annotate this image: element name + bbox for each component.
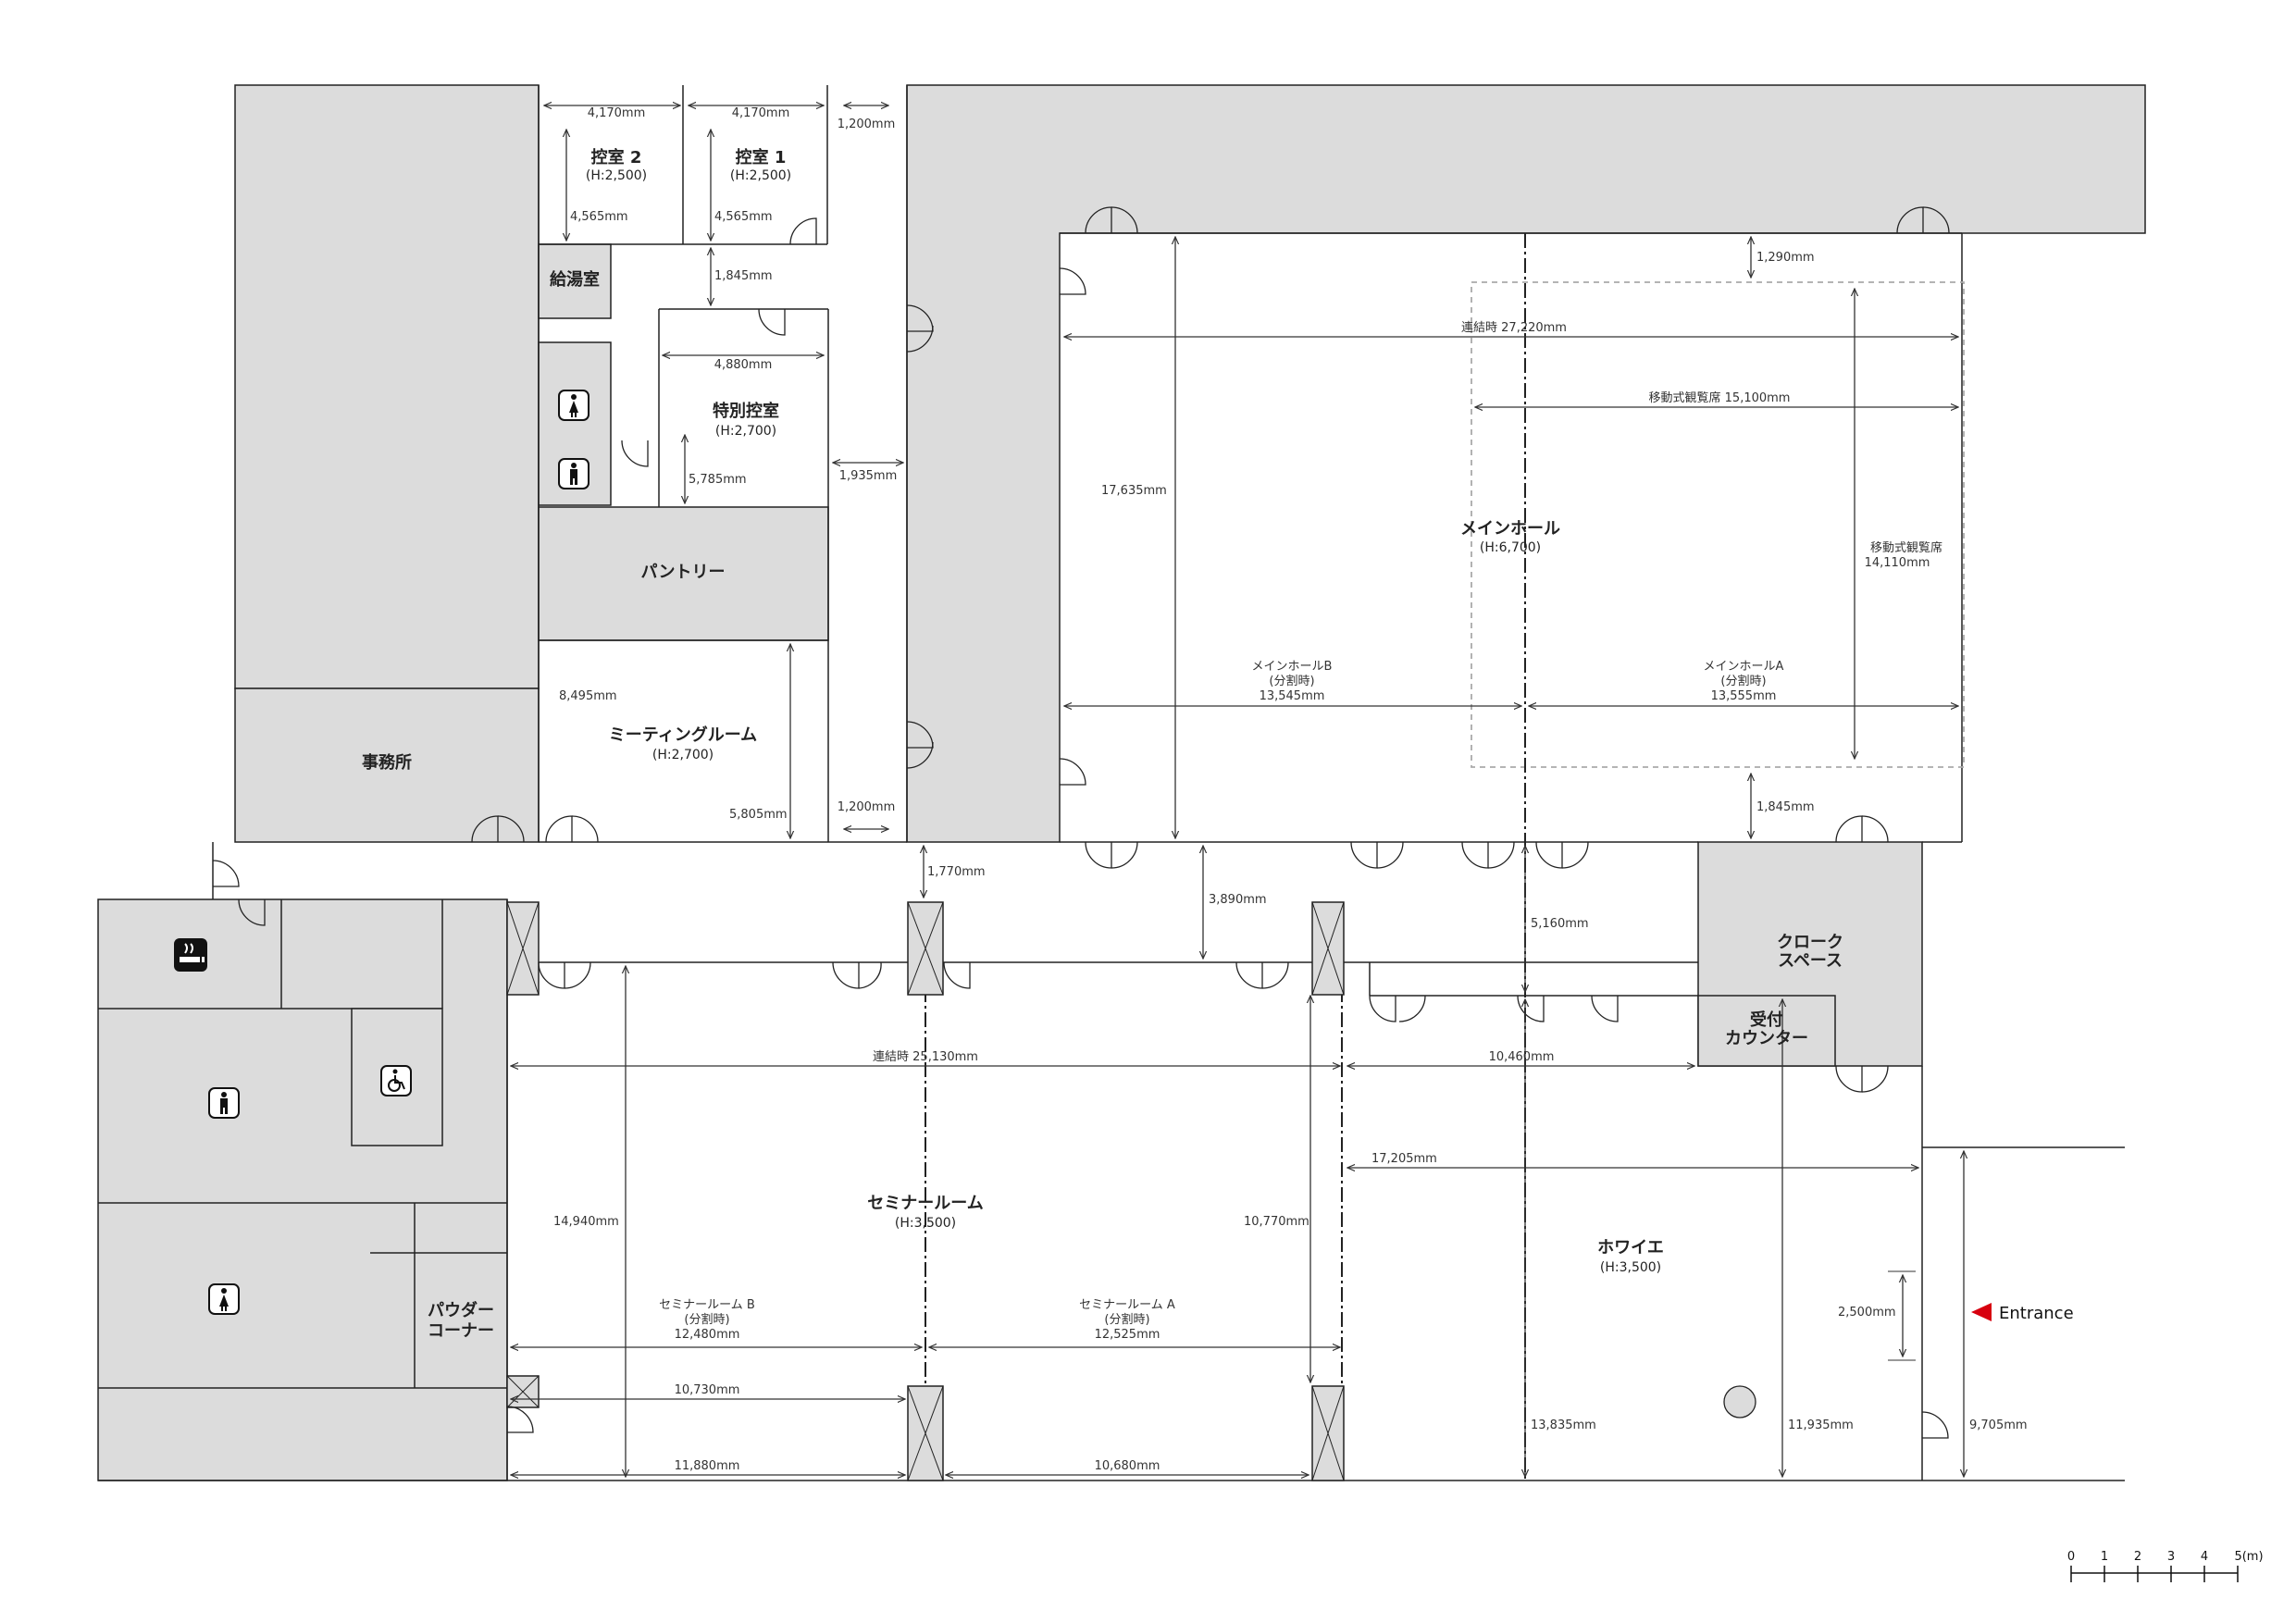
kyuto-name: 給湯室 bbox=[550, 269, 600, 290]
seminar-b-line1: セミナールーム B bbox=[659, 1298, 755, 1312]
entrance-arrow-icon bbox=[1971, 1303, 1992, 1321]
smoking-icon bbox=[174, 938, 207, 972]
male-toilet-icon bbox=[558, 458, 590, 489]
dim-label: 10,770mm bbox=[1244, 1215, 1309, 1229]
dim-label: 1,845mm bbox=[1756, 800, 1815, 814]
uketsuke-counter bbox=[1697, 995, 1836, 1067]
powder-line2: コーナー bbox=[428, 1321, 494, 1341]
hikae1-name: 控室 1 bbox=[736, 147, 787, 167]
dim-label: 1,290mm bbox=[1756, 251, 1815, 265]
meeting-name: ミーティングルーム bbox=[609, 725, 757, 745]
uketsuke-line1: 受付 bbox=[1750, 1010, 1783, 1030]
pantry-name: パントリー bbox=[641, 563, 726, 582]
seminar-a-line2: (分割時) bbox=[1104, 1312, 1149, 1327]
seminar-a-line3: 12,525mm bbox=[1095, 1328, 1160, 1342]
movable-seating-area bbox=[1471, 281, 1965, 768]
scale-tick-label: 3 bbox=[2167, 1550, 2175, 1564]
hikae1-sub: (H:2,500) bbox=[730, 168, 791, 183]
dim-label: 1,200mm bbox=[838, 800, 896, 814]
dim-label: 17,635mm bbox=[1101, 484, 1167, 498]
dim-label: 5,785mm bbox=[689, 473, 747, 487]
scale-tick-label: 0 bbox=[2067, 1550, 2075, 1564]
west-block bbox=[234, 84, 540, 689]
foyer-name: ホワイエ bbox=[1597, 1238, 1664, 1258]
foyer-sub: (H:3,500) bbox=[1600, 1260, 1661, 1275]
dim-label: 連結時 25,130mm bbox=[873, 1050, 978, 1064]
dim-label: 4,170mm bbox=[588, 106, 646, 120]
dim-label: 1,770mm bbox=[927, 865, 986, 879]
seminar-name: セミナールーム bbox=[867, 1194, 983, 1213]
dim-label: 4,170mm bbox=[732, 106, 790, 120]
dim-label: 連結時 27,220mm bbox=[1461, 321, 1567, 335]
entrance-label: Entrance bbox=[1999, 1304, 2074, 1323]
male-toilet-icon bbox=[208, 1087, 240, 1119]
wc-block bbox=[97, 898, 508, 1481]
dim-label: 10,460mm bbox=[1489, 1050, 1555, 1064]
hikae2-name: 控室 2 bbox=[591, 147, 642, 167]
pantry-room bbox=[538, 506, 829, 641]
uketsuke-line2: カウンター bbox=[1725, 1029, 1808, 1048]
scale-tick-label: 1 bbox=[2101, 1550, 2108, 1564]
seminar-a-line1: セミナールーム A bbox=[1079, 1298, 1175, 1312]
dim-label: 1,845mm bbox=[714, 269, 773, 283]
office-name: 事務所 bbox=[362, 752, 412, 773]
dim-label: 3,890mm bbox=[1209, 893, 1267, 907]
office-room bbox=[234, 688, 540, 843]
seminar-b-line2: (分割時) bbox=[684, 1312, 729, 1327]
dim-label: 11,880mm bbox=[675, 1459, 740, 1473]
scale-tick-label: 4 bbox=[2201, 1550, 2208, 1564]
dim-label: 4,565mm bbox=[714, 210, 773, 224]
wheelchair-icon bbox=[380, 1065, 412, 1096]
dim-label: 移動式観覧席 15,100mm bbox=[1649, 390, 1791, 405]
dim-label: 1,200mm bbox=[838, 118, 896, 131]
mainhall-b-line3: 13,545mm bbox=[1260, 689, 1325, 703]
meeting-sub: (H:2,700) bbox=[652, 748, 714, 762]
dim-label: 4,880mm bbox=[714, 358, 773, 372]
dim-label: 11,935mm bbox=[1788, 1419, 1854, 1432]
dim-label: 10,680mm bbox=[1095, 1459, 1160, 1473]
cloak-line2: スペース bbox=[1778, 951, 1843, 971]
dim-label: 移動式観覧席 bbox=[1870, 540, 1942, 555]
mainhall-a-line3: 13,555mm bbox=[1711, 689, 1777, 703]
powder-line1: パウダー bbox=[428, 1300, 494, 1320]
mainhall-a-line2: (分割時) bbox=[1720, 674, 1766, 688]
mainhall-b-line1: メインホールB bbox=[1252, 660, 1333, 674]
tokubetsu-name: 特別控室 bbox=[713, 401, 779, 421]
mainhall-sub: (H:6,700) bbox=[1480, 540, 1541, 555]
mainhall-b-line2: (分割時) bbox=[1269, 674, 1314, 688]
dim-label: 14,940mm bbox=[553, 1215, 619, 1229]
dim-label: 8,495mm bbox=[559, 689, 617, 703]
dim-label: 9,705mm bbox=[1969, 1419, 2028, 1432]
round-column bbox=[1723, 1385, 1756, 1419]
dim-label: 2,500mm bbox=[1838, 1306, 1896, 1319]
female-toilet-icon bbox=[208, 1283, 240, 1315]
cloak-line1: クローク bbox=[1777, 933, 1843, 952]
hikae2-sub: (H:2,500) bbox=[586, 168, 647, 183]
mainhall-a-line1: メインホールA bbox=[1704, 660, 1784, 674]
dim-label: 14,110mm bbox=[1865, 556, 1930, 570]
dim-label: 10,730mm bbox=[675, 1383, 740, 1397]
seminar-sub: (H:3,500) bbox=[895, 1216, 956, 1231]
seminar-b-line3: 12,480mm bbox=[675, 1328, 740, 1342]
dim-label: 17,205mm bbox=[1371, 1152, 1437, 1166]
dim-label: 1,935mm bbox=[839, 469, 898, 483]
mainhall-name: メインホール bbox=[1460, 519, 1560, 539]
female-toilet-icon bbox=[558, 390, 590, 421]
dim-label: 13,835mm bbox=[1531, 1419, 1596, 1432]
tokubetsu-sub: (H:2,700) bbox=[715, 424, 776, 439]
dim-label: 4,565mm bbox=[570, 210, 628, 224]
scale-tick-label: 2 bbox=[2134, 1550, 2141, 1564]
dim-label: 5,160mm bbox=[1531, 917, 1589, 931]
scale-tick-label: 5(m) bbox=[2234, 1550, 2263, 1564]
dim-label: 5,805mm bbox=[729, 808, 788, 822]
scale-bar: 0 1 2 3 4 5(m) bbox=[2067, 1550, 2264, 1582]
